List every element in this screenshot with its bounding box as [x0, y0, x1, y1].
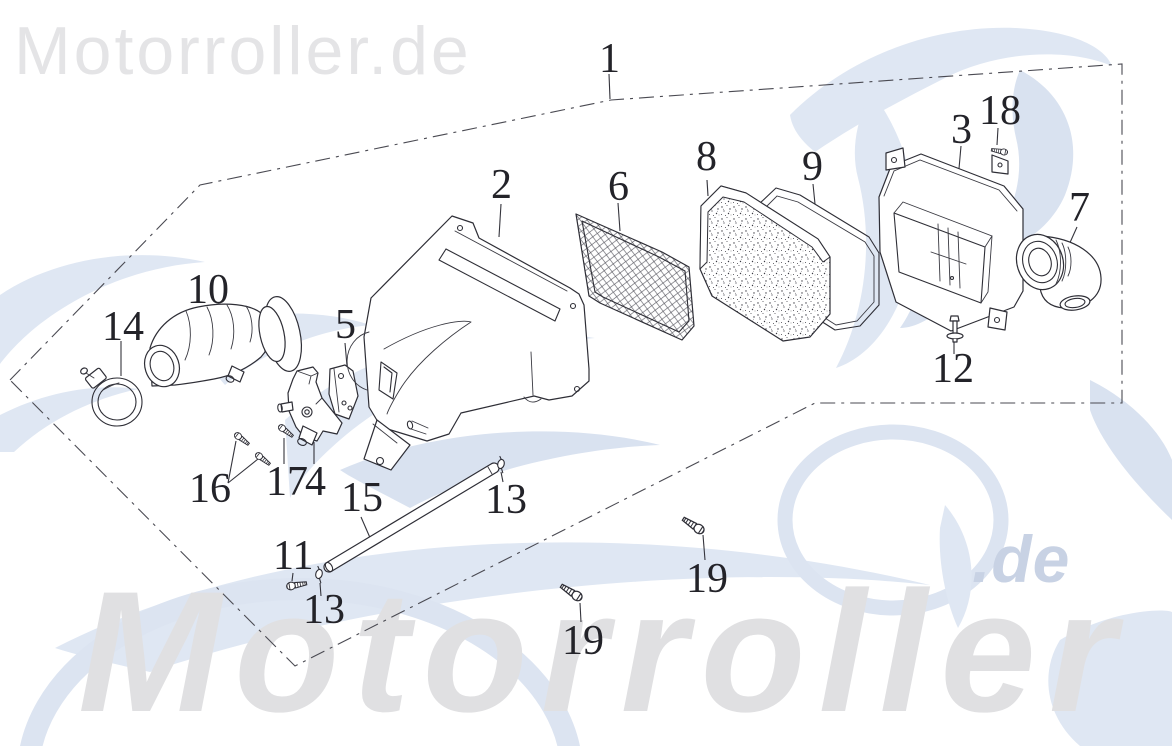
callout-2: 2 — [491, 162, 512, 208]
part-5-plate-drawing — [328, 364, 359, 420]
callout-19-right: 19 — [686, 556, 728, 602]
callout-7: 7 — [1069, 185, 1090, 231]
callout-3: 3 — [951, 107, 972, 153]
footer-watermark-domain-suffix: .de — [972, 522, 1071, 596]
callout-1: 1 — [599, 36, 620, 82]
callout-9: 9 — [802, 144, 823, 190]
callout-17: 17 — [266, 459, 308, 505]
part-3-housing-cover-drawing — [878, 147, 1024, 332]
part-6-mesh-screen-drawing — [575, 213, 695, 341]
part-8-filter-element-drawing — [699, 185, 831, 342]
part-7-outlet-elbow-drawing — [1015, 233, 1102, 311]
callout-13-lower: 13 — [303, 587, 345, 633]
part-2-filter-housing-drawing — [346, 215, 590, 471]
part-14-hose-clamp-drawing — [80, 367, 143, 427]
callout-18: 18 — [979, 88, 1021, 134]
part-15-rod-drawing — [323, 462, 500, 573]
header-watermark-logo: Motorroller.de — [14, 13, 472, 89]
part-4-bracket-drawing — [277, 366, 343, 446]
callout-12: 12 — [932, 346, 974, 392]
part-19-screws-drawing — [558, 514, 707, 604]
leader-lines — [120, 73, 1078, 623]
callout-11: 11 — [273, 533, 314, 579]
assembly-boundary-dashed-outline — [9, 63, 1123, 667]
part-10-intake-duct-drawing — [143, 296, 303, 388]
part-12-screw-drawing — [946, 315, 964, 343]
callout-16: 16 — [189, 466, 231, 512]
callout-5: 5 — [335, 302, 356, 348]
callout-13-upper: 13 — [485, 477, 527, 523]
callout-6: 6 — [608, 164, 629, 210]
callout-19-lower: 19 — [562, 618, 604, 664]
callout-10: 10 — [187, 267, 229, 313]
callout-15: 15 — [341, 475, 383, 521]
part-17-screw-drawing — [276, 422, 296, 440]
callout-14: 14 — [102, 304, 144, 350]
callout-4: 4 — [305, 459, 326, 505]
part-18-screw-drawing — [990, 146, 1009, 157]
footer-watermark-logo: Motorroller — [78, 556, 1129, 746]
callout-8: 8 — [696, 134, 717, 180]
